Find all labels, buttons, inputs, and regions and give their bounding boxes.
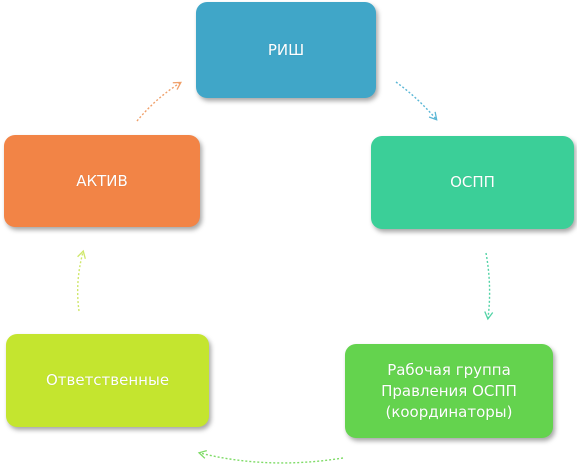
arrow-group-to-resp: [197, 449, 344, 464]
node-aktiv-label: АКТИВ: [76, 171, 128, 190]
arrow-resp-to-aktiv: [76, 249, 86, 312]
arrow-rish-to-ospp: [395, 81, 438, 121]
node-working-group-label: Рабочая группа Правления ОСПП (координат…: [381, 360, 517, 421]
arrow-ospp-to-group: [484, 252, 494, 321]
node-working-group: Рабочая группа Правления ОСПП (координат…: [345, 344, 553, 438]
node-responsible-label: Ответственные: [45, 371, 170, 389]
node-ospp: ОСПП: [371, 136, 574, 229]
node-rish: РИШ: [196, 2, 376, 98]
node-ospp-label: ОСПП: [450, 173, 495, 191]
node-responsible: Ответственные: [6, 334, 209, 427]
node-aktiv: АКТИВ: [4, 135, 200, 227]
node-rish-label: РИШ: [267, 40, 305, 59]
arrow-aktiv-to-rish: [136, 81, 182, 122]
